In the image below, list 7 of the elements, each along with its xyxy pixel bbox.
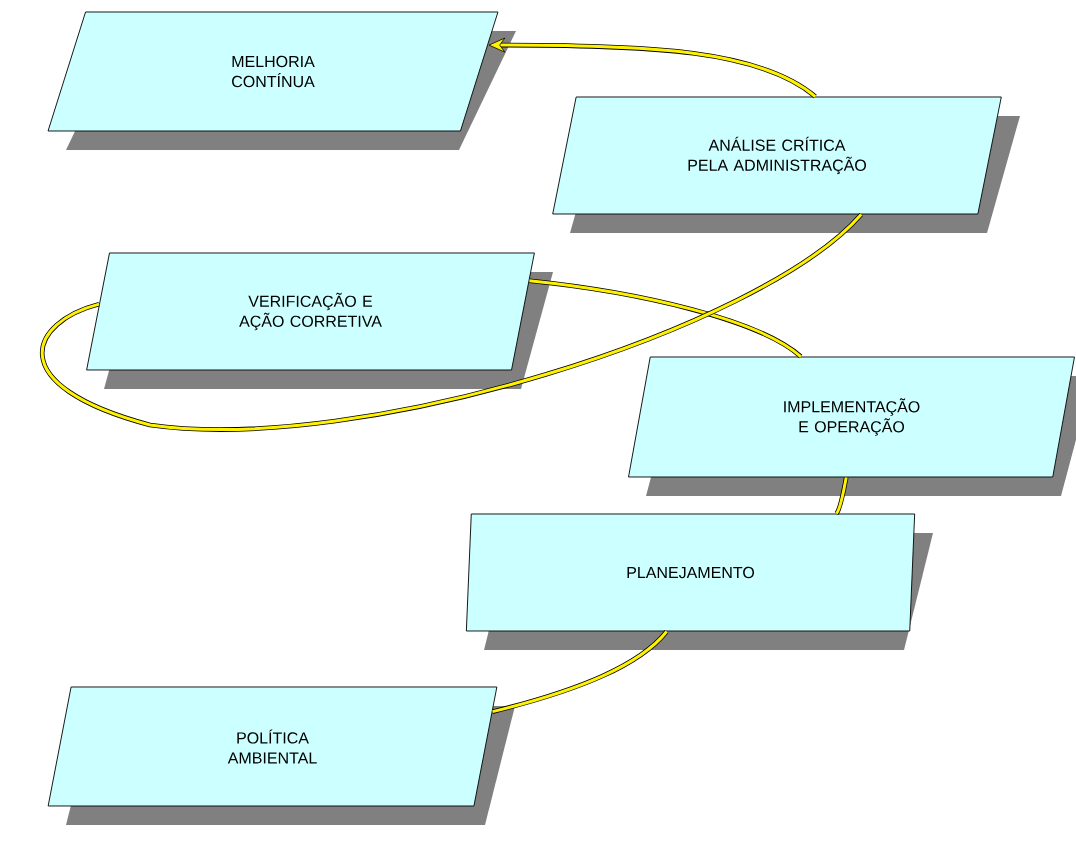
curved-arrow (488, 37, 817, 99)
parallelogram-box: ANÁLISE CRÍTICA PELA ADMINISTRAÇÃO (552, 96, 1020, 233)
parallelogram-box: IMPLEMENTAÇÃO E OPERAÇÃO (628, 356, 1076, 496)
parallelogram-box: MELHORIA CONTÍNUA (47, 11, 516, 150)
parallelogram-box: PLANEJAMENTO (465, 513, 933, 650)
parallelogram-box: POLÍTICA AMBIENTAL (47, 686, 515, 825)
parallelogram-box: VERIFICAÇÃO E AÇÃO CORRETIVA (86, 252, 553, 389)
